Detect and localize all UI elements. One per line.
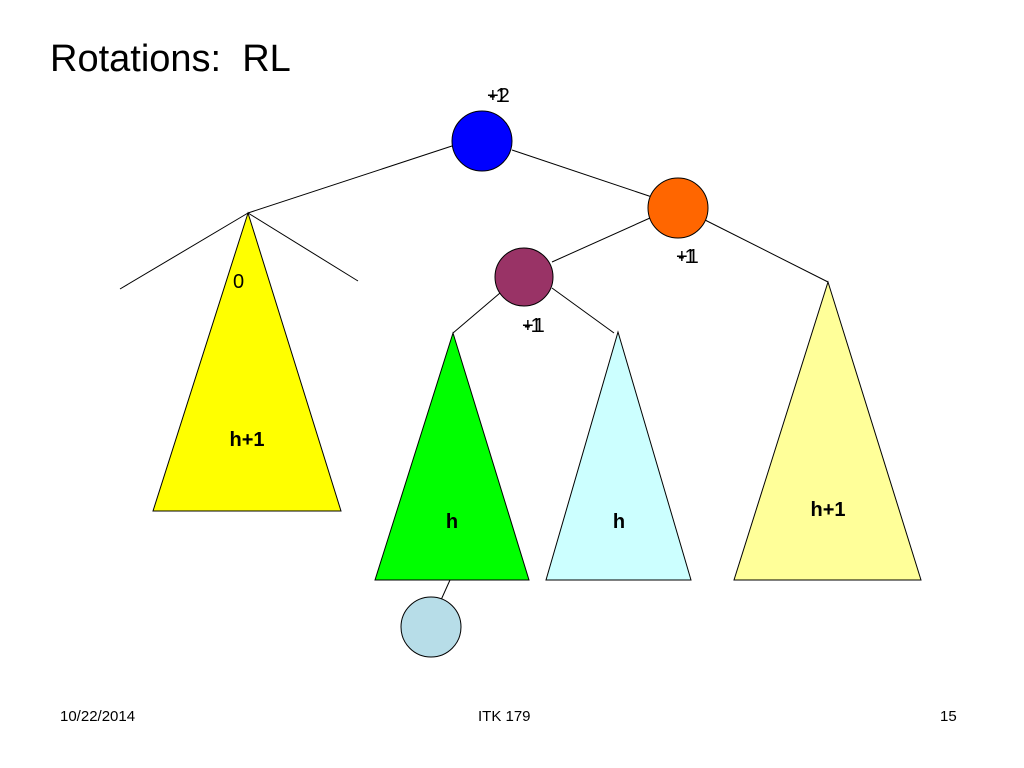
left-subtree-balance-label: 0 <box>233 271 244 293</box>
edge-right-to-grandchild <box>551 217 651 263</box>
right-child-node <box>647 177 709 239</box>
right-subtree-height-label: h+1 <box>810 499 845 521</box>
footer-date: 10/22/2014 <box>60 708 136 725</box>
grandchild-right-subtree-triangle <box>545 330 692 581</box>
grandchild-left-subtree-triangle <box>374 331 530 581</box>
right-subtree-triangle <box>733 280 922 581</box>
footer-course: ITK 179 <box>478 708 531 725</box>
inserted-node <box>400 596 462 658</box>
grandchild-balance-label-a: +1 <box>522 315 545 337</box>
slide-title: Rotations: RL <box>50 38 291 80</box>
edge-root-left <box>247 144 456 214</box>
grandchild-right-subtree-height-label: h <box>613 511 625 533</box>
grandchild-balance-label-b: -1 <box>524 315 542 337</box>
footer-page-number: 15 <box>940 708 957 725</box>
edge-to-inserted-node <box>440 579 451 601</box>
edge-root-right <box>511 149 653 198</box>
grandchild-node <box>494 247 554 307</box>
root-balance-label-a: +2 <box>487 85 510 107</box>
edge-left-fan-right <box>247 212 359 282</box>
right-child-balance-label-a: +1 <box>676 246 699 268</box>
grandchild-left-subtree-height-label: h <box>446 511 458 533</box>
edge-grandchild-right <box>551 287 615 334</box>
edge-left-fan-left <box>119 212 249 290</box>
left-subtree-height-label: h+1 <box>229 429 264 451</box>
right-child-balance-label-b: -1 <box>678 246 696 268</box>
edge-grandchild-left <box>452 292 501 334</box>
edge-right-to-right-subtree <box>704 219 829 283</box>
root-balance-label-b: -1 <box>489 85 507 107</box>
left-subtree-triangle <box>152 211 342 512</box>
root-node <box>451 110 513 172</box>
